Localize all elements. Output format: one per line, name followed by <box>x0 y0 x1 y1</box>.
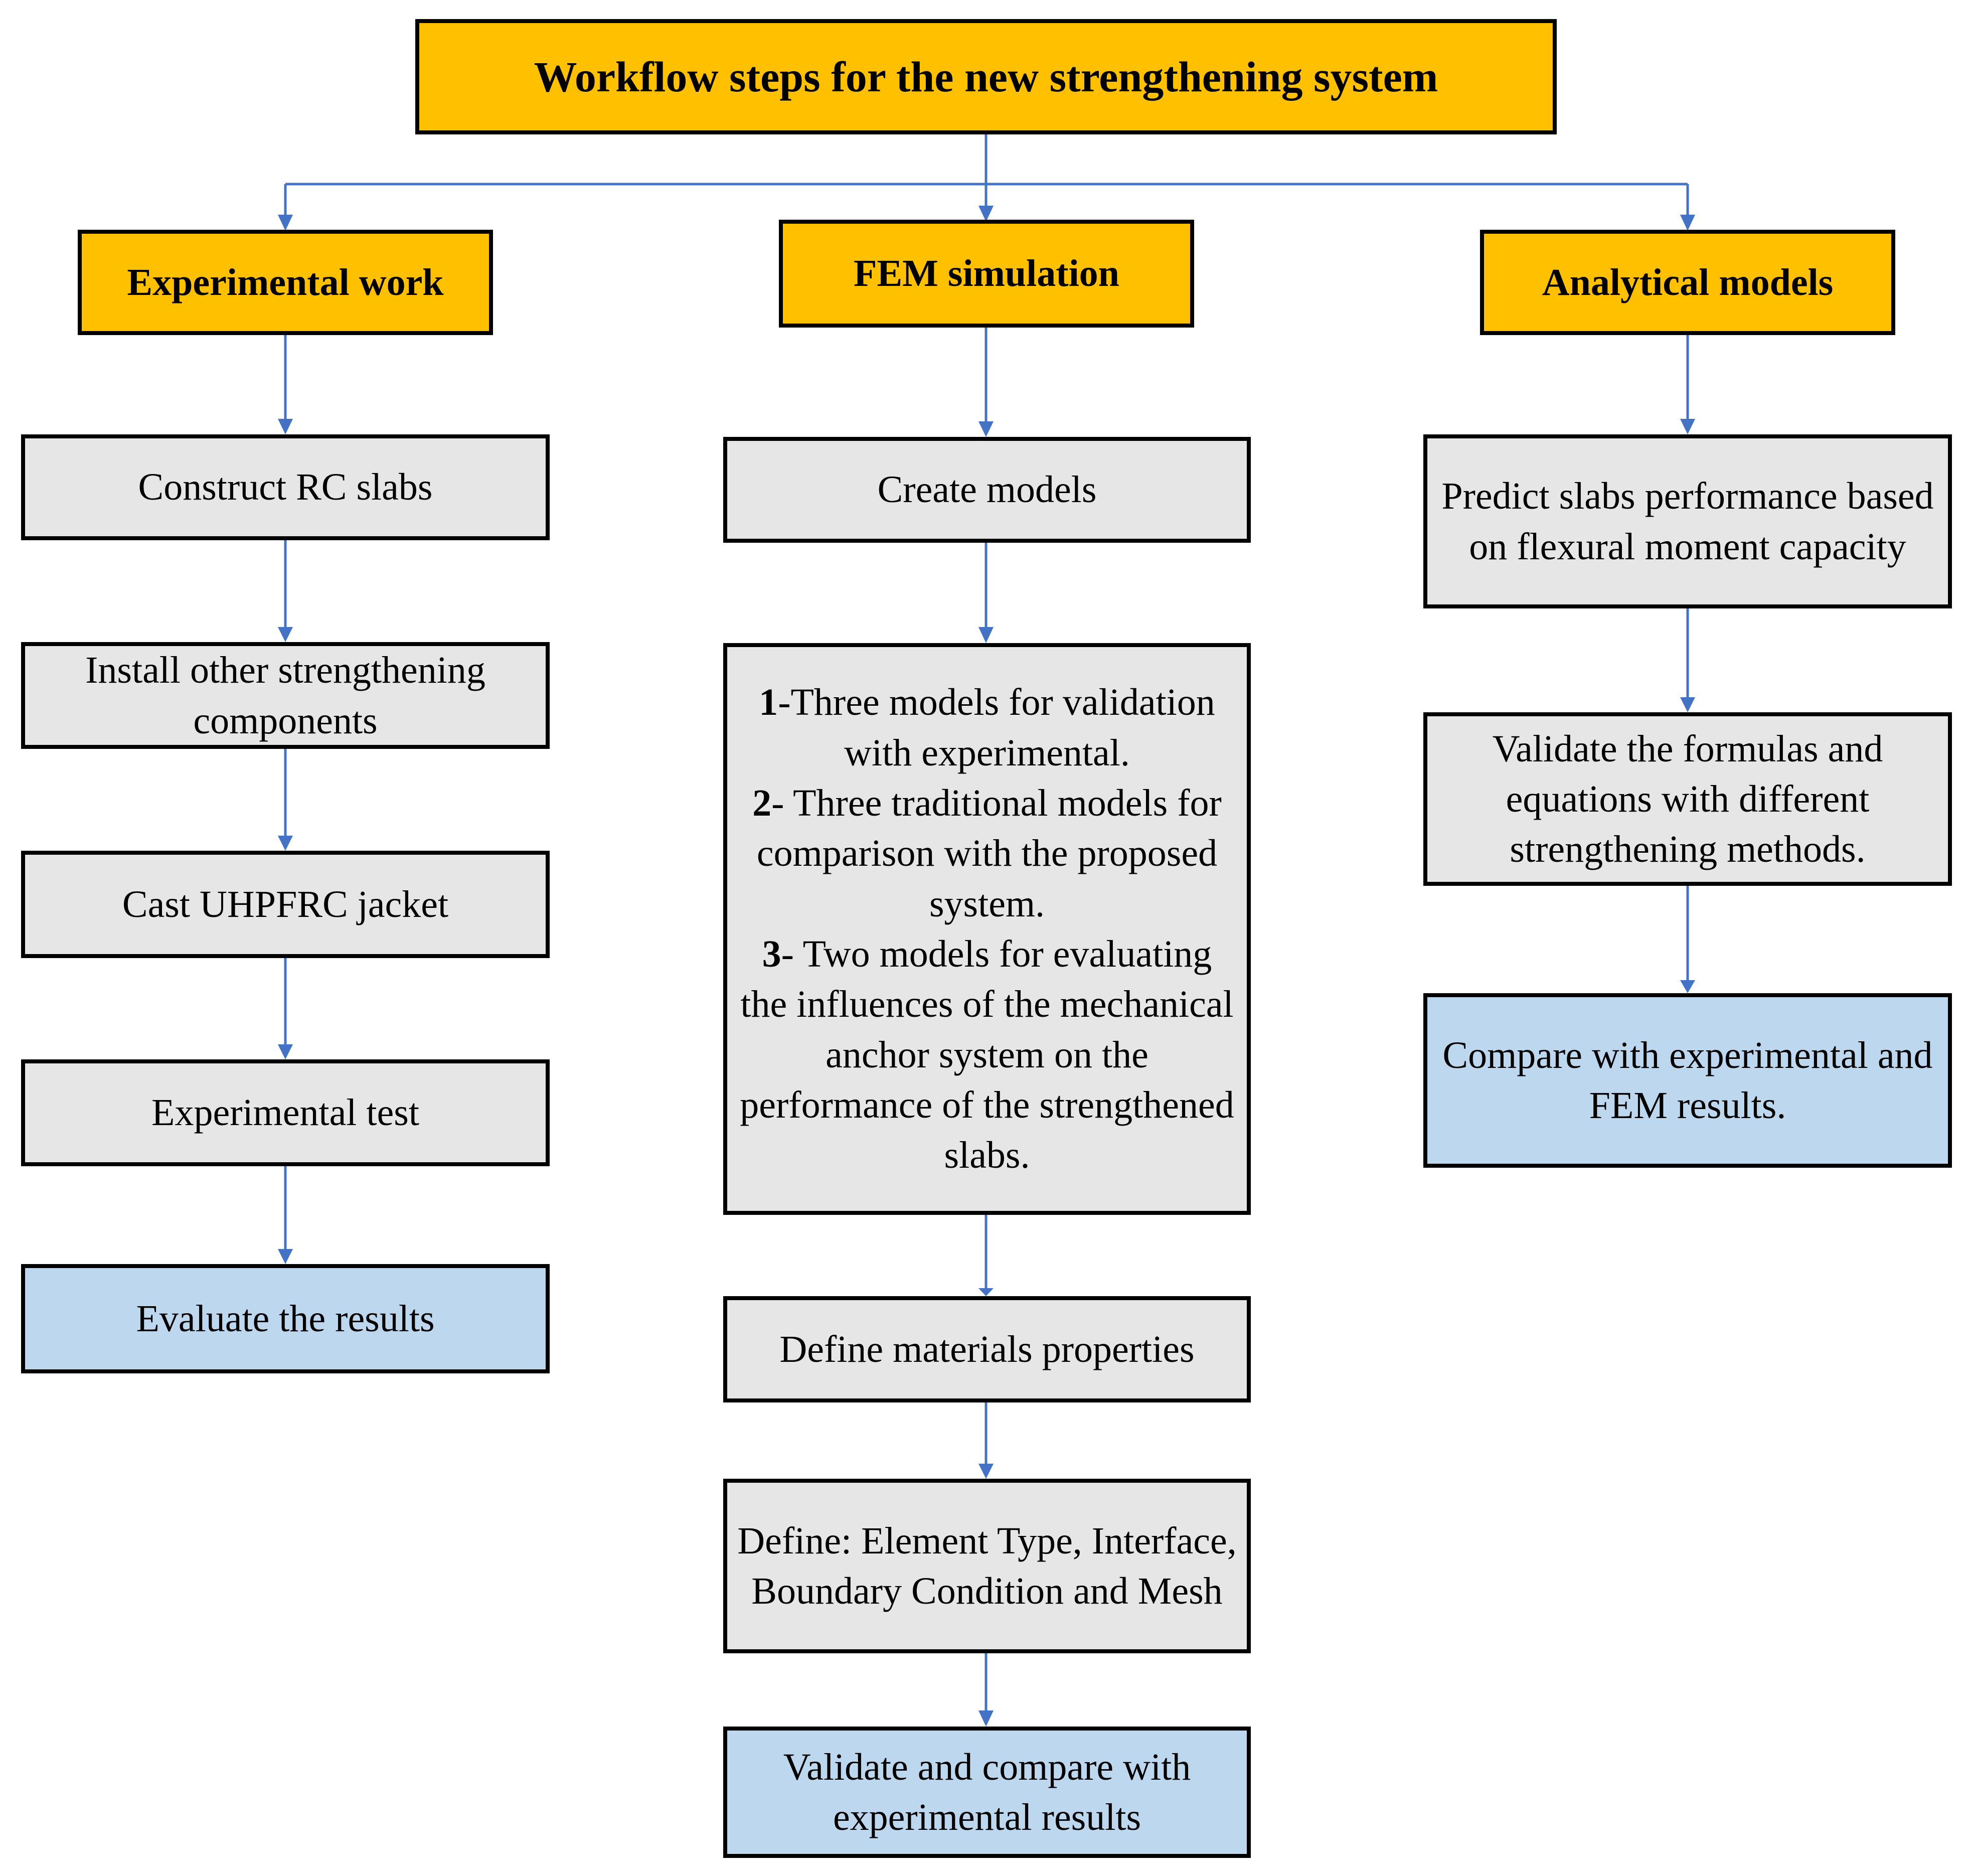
result-validate-compare: Validate and compare with experimental r… <box>723 1727 1251 1858</box>
step-cast-uhpfrc-jacket: Cast UHPFRC jacket <box>21 851 550 958</box>
step-create-models-text: Create models <box>877 468 1097 511</box>
model-group-3-text: - Two models for evaluating the influenc… <box>740 933 1234 1177</box>
step-define-element-type-text: Define: Element Type, Interface, Boundar… <box>737 1519 1237 1612</box>
result-evaluate: Evaluate the results <box>21 1264 550 1373</box>
model-group-2: 2- Three traditional models for comparis… <box>737 778 1237 929</box>
header-analytical-models: Analytical models <box>1480 230 1895 335</box>
model-group-2-text: - Three traditional models for compariso… <box>756 782 1222 925</box>
step-define-element-type: Define: Element Type, Interface, Boundar… <box>723 1479 1251 1653</box>
result-compare-experimental-fem-text: Compare with experimental and FEM result… <box>1442 1034 1933 1127</box>
step-install-components: Install other strengthening components <box>21 642 550 749</box>
step-experimental-test-text: Experimental test <box>151 1091 419 1134</box>
header-fem-simulation-text: FEM simulation <box>854 252 1119 294</box>
step-model-groups: 1-Three models for validation with exper… <box>723 643 1251 1215</box>
step-create-models: Create models <box>723 437 1251 543</box>
header-fem-simulation: FEM simulation <box>779 220 1194 328</box>
step-predict-performance: Predict slabs performance based on flexu… <box>1423 434 1952 608</box>
model-group-1: 1-Three models for validation with exper… <box>737 677 1237 778</box>
result-compare-experimental-fem: Compare with experimental and FEM result… <box>1423 993 1952 1168</box>
step-validate-formulas-text: Validate the formulas and equations with… <box>1492 727 1883 871</box>
model-group-3-number: 3 <box>762 933 781 975</box>
step-cast-uhpfrc-jacket-text: Cast UHPFRC jacket <box>122 883 449 925</box>
step-define-materials: Define materials properties <box>723 1296 1251 1402</box>
header-experimental-work: Experimental work <box>78 230 493 335</box>
step-define-materials-text: Define materials properties <box>779 1328 1195 1370</box>
model-group-2-number: 2 <box>752 782 772 825</box>
step-predict-performance-text: Predict slabs performance based on flexu… <box>1441 475 1934 568</box>
result-evaluate-text: Evaluate the results <box>136 1297 435 1340</box>
header-analytical-models-text: Analytical models <box>1542 261 1834 303</box>
diagram-title: Workflow steps for the new strengthening… <box>415 19 1557 134</box>
step-install-components-text: Install other strengthening components <box>85 649 485 742</box>
model-group-1-text: -Three models for validation with experi… <box>778 681 1215 774</box>
step-experimental-test: Experimental test <box>21 1059 550 1166</box>
step-construct-rc-slabs: Construct RC slabs <box>21 434 550 540</box>
step-construct-rc-slabs-text: Construct RC slabs <box>138 466 433 509</box>
diagram-title-text: Workflow steps for the new strengthening… <box>534 53 1438 101</box>
step-validate-formulas: Validate the formulas and equations with… <box>1423 712 1952 886</box>
header-experimental-work-text: Experimental work <box>127 261 444 303</box>
result-validate-compare-text: Validate and compare with experimental r… <box>783 1746 1191 1838</box>
model-group-3: 3- Two models for evaluating the influen… <box>737 929 1237 1181</box>
model-group-1-number: 1 <box>759 681 778 724</box>
